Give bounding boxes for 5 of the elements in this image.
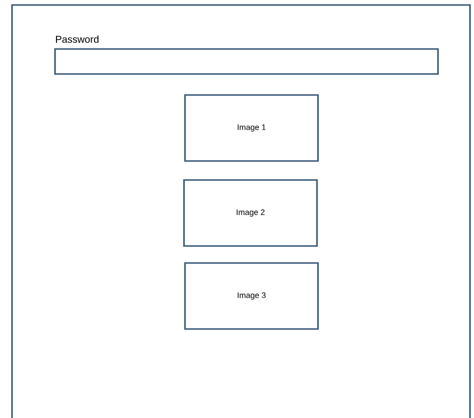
image-placeholder-box: Image 2 (183, 179, 318, 247)
image-placeholder-box: Image 3 (184, 262, 319, 330)
node-label: Password (56, 35, 98, 43)
password-field: Password (54, 35, 439, 75)
image-placeholder-box: Image 1 (184, 94, 319, 162)
